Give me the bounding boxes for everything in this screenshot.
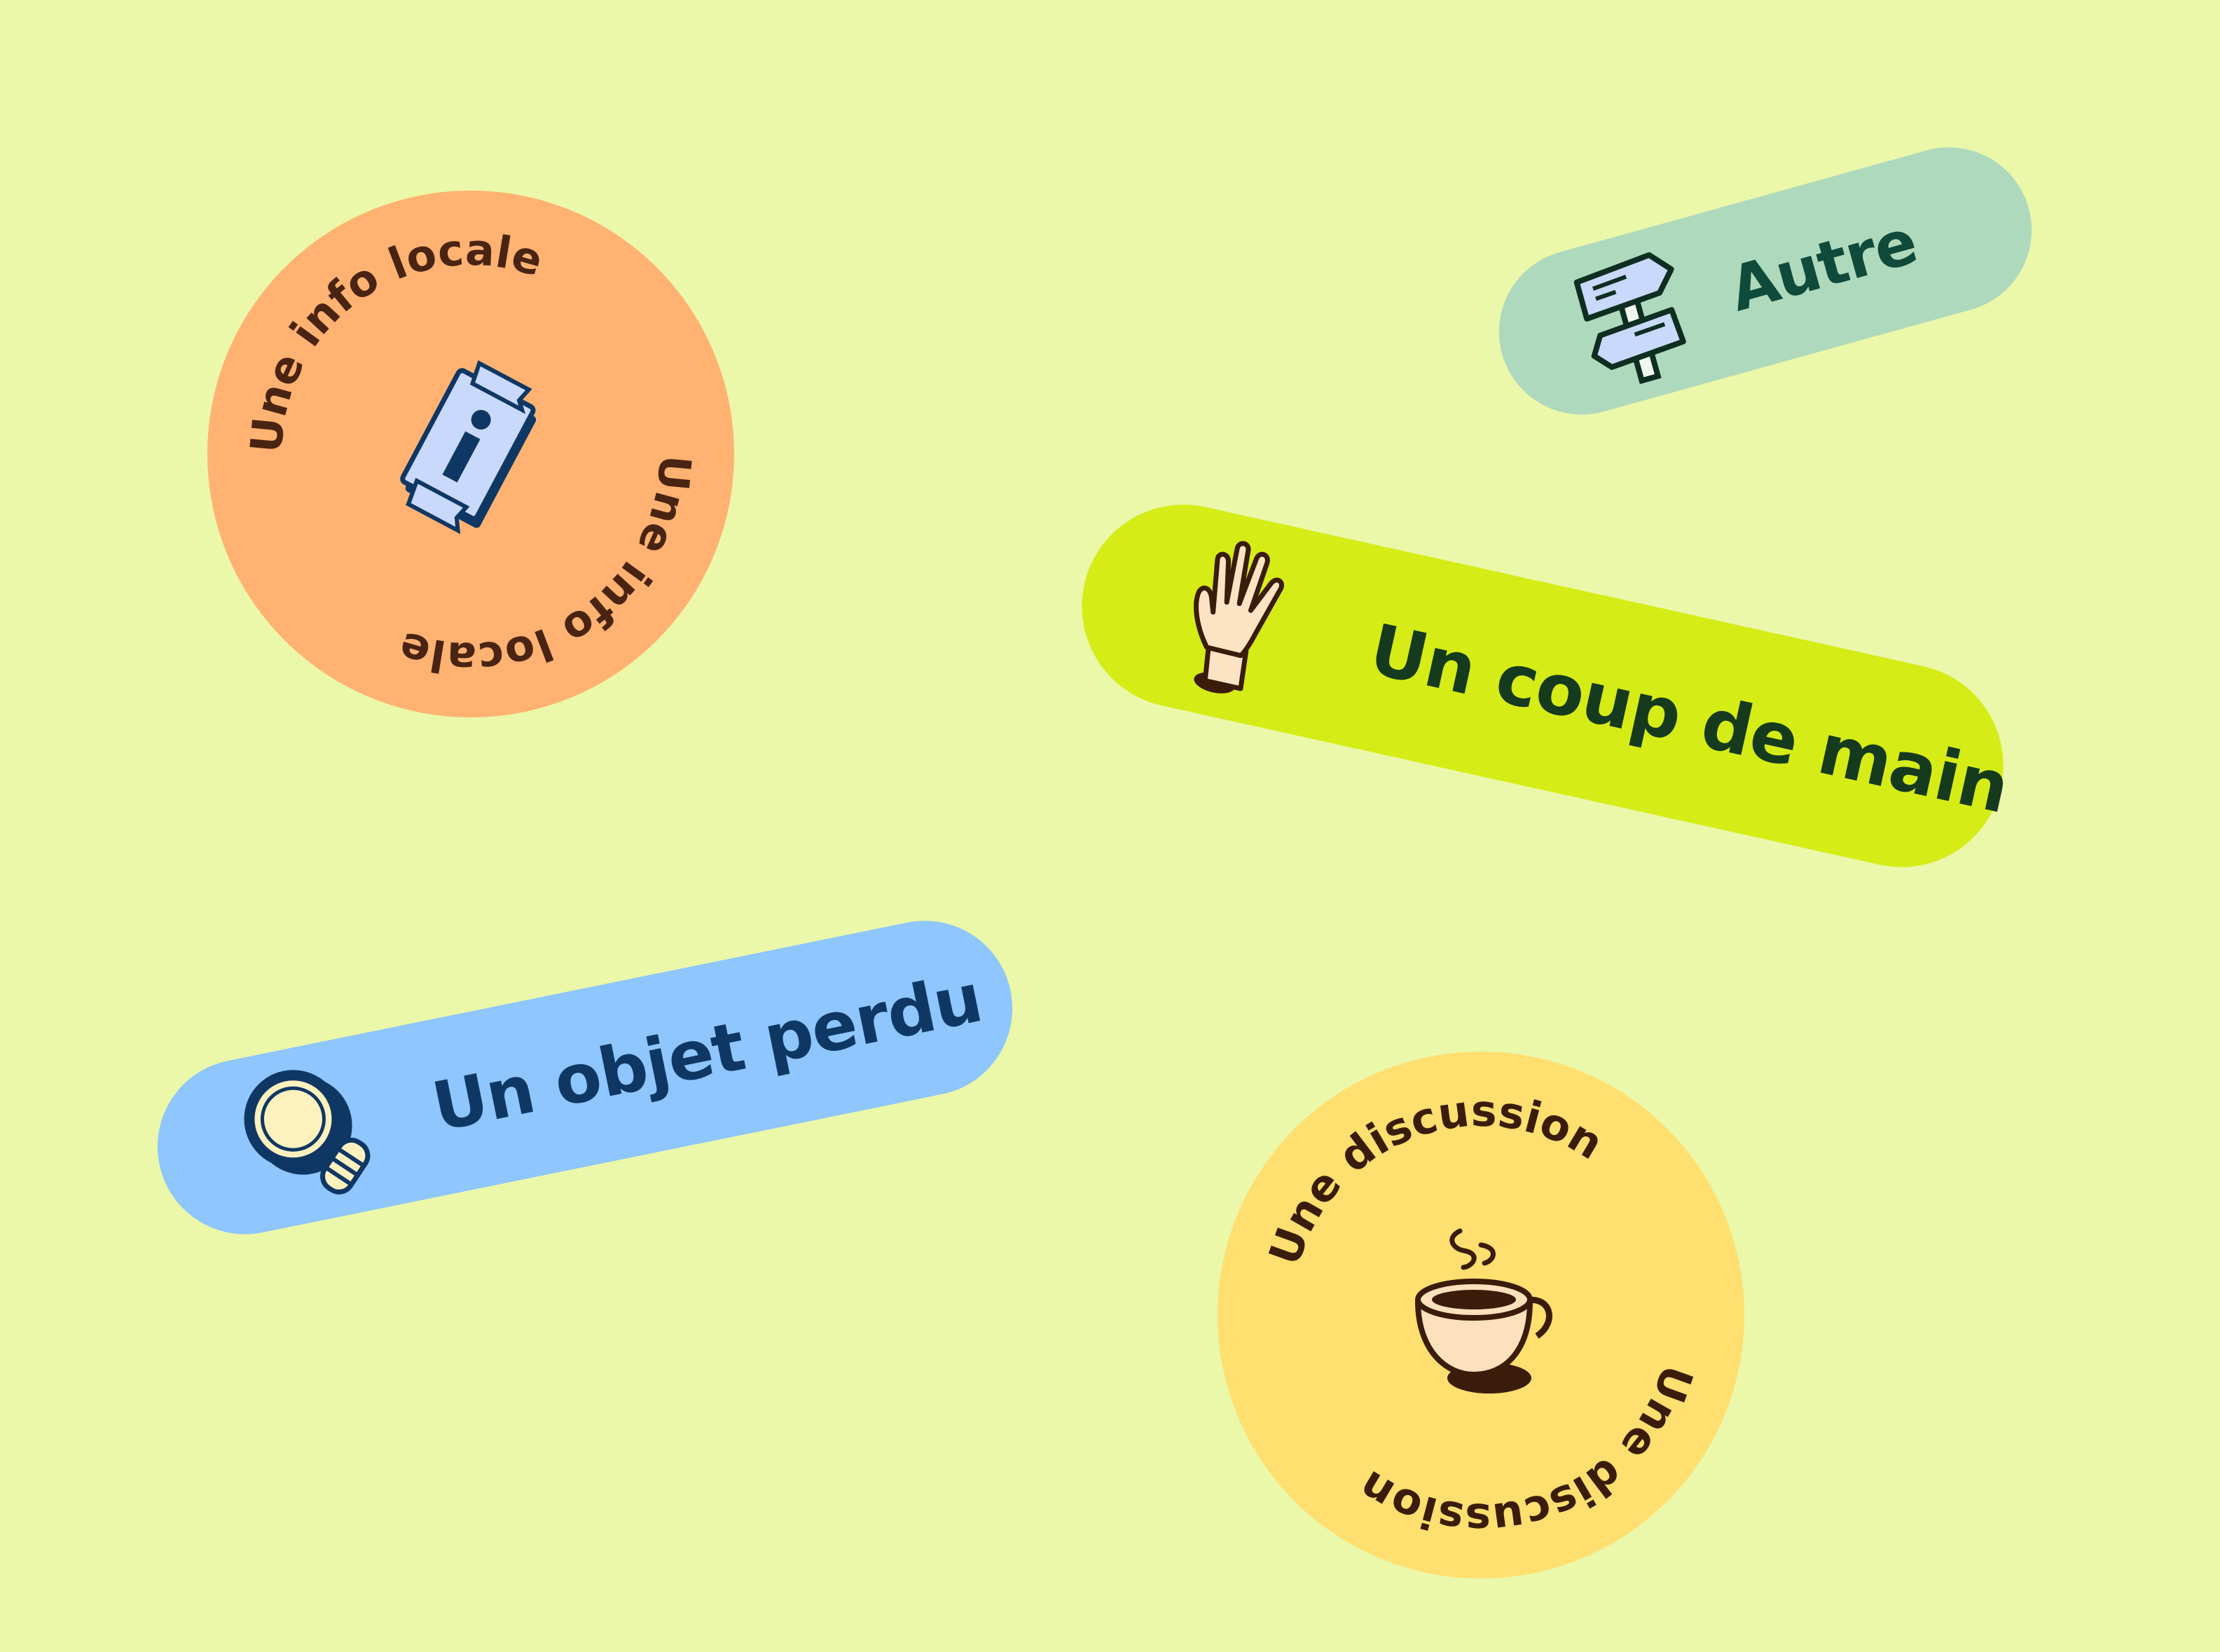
info-leaflet-icon (394, 349, 548, 559)
sticker-label: Un objet perdu (426, 958, 988, 1147)
sticker-other[interactable]: Autre (1480, 128, 2051, 434)
coffee-cup-icon (1397, 1217, 1565, 1406)
sticker-info[interactable]: Une info locale Une info locale (207, 191, 734, 717)
sticker-label: Autre (1722, 205, 1924, 325)
waving-hand-icon (1169, 528, 1307, 708)
sticker-label: Un coup de main (1363, 607, 2016, 830)
sticker-lost[interactable]: Un objet perdu (142, 904, 1028, 1251)
signpost-icon (1564, 236, 1703, 399)
magnifying-glass-icon (227, 1046, 401, 1220)
circular-label: Une discussion Une discussion (1259, 1085, 1703, 1545)
sticker-help[interactable]: Un coup de main (1062, 485, 2023, 887)
sticker-talk[interactable]: Une discussion Une discussion (1218, 1052, 1744, 1578)
